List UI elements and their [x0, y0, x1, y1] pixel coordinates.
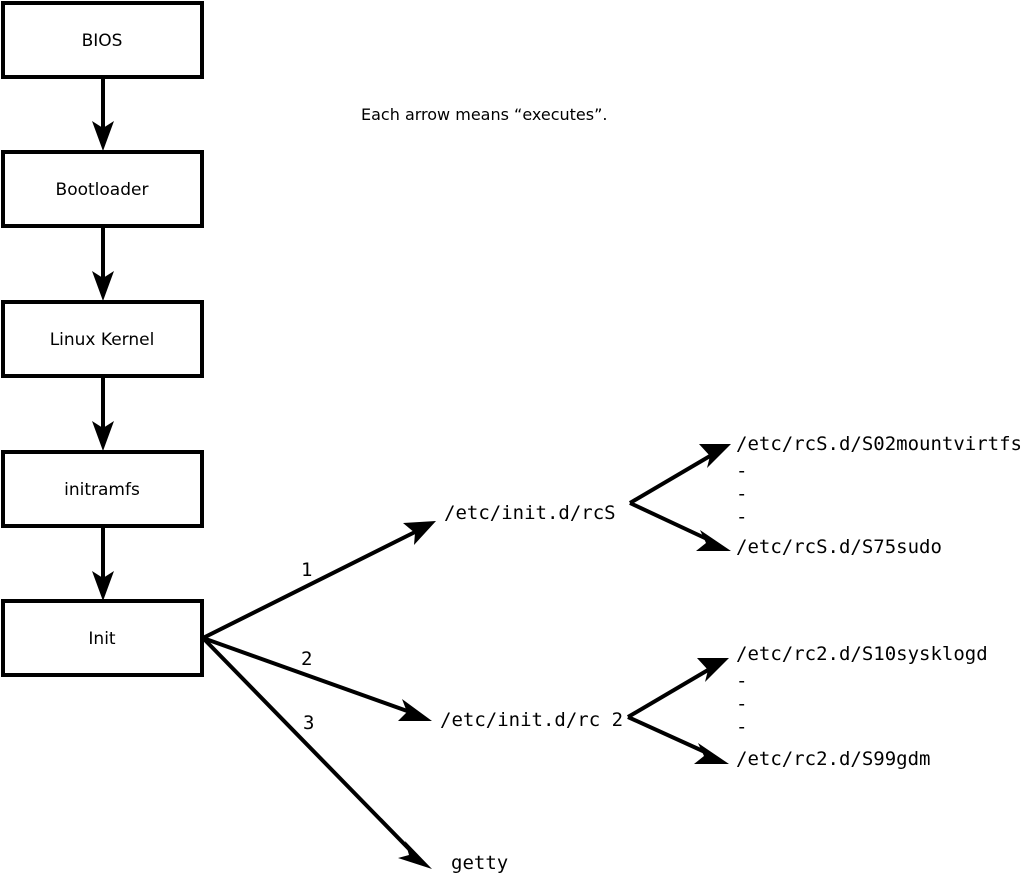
rcs-branch-last-arrow — [629, 501, 731, 551]
rcs-script-last-label: /etc/rcS.d/S75sudo — [736, 536, 942, 558]
rc2-branch-first-arrow — [626, 658, 729, 719]
rcs-ellipsis-dash-3: - — [736, 506, 747, 528]
init-branch-3-target-label: getty — [451, 852, 508, 874]
init-branch-1-target-label: /etc/init.d/rcS — [444, 502, 616, 524]
init-branch-1-number: 1 — [301, 559, 312, 581]
rc2-script-first-label: /etc/rc2.d/S10sysklogd — [736, 643, 988, 665]
rcs-ellipsis-dash-1: - — [736, 460, 747, 482]
rc2-branch-last-arrow — [627, 715, 729, 764]
rc2-ellipsis-dash-1: - — [736, 670, 747, 692]
bootloader-box-label: Bootloader — [56, 180, 149, 200]
stage-box-bios[interactable]: BIOS — [1, 1, 204, 79]
arrow-bios-to-bootloader — [92, 77, 114, 151]
stage-box-bootloader[interactable]: Bootloader — [1, 150, 204, 228]
rc2-ellipsis-dash-2: - — [736, 693, 747, 715]
init-branch-1-arrow — [202, 521, 436, 640]
bios-box-rect — [1, 1, 204, 79]
stage-box-initramfs[interactable]: initramfs — [1, 450, 204, 528]
rcs-script-first-label: /etc/rcS.d/S02mountvirtfs — [736, 433, 1022, 455]
init-branch-2-target-label: /etc/init.d/rc 2 — [440, 709, 623, 731]
initramfs-box-label: initramfs — [64, 480, 140, 500]
rc2-script-last-label: /etc/rc2.d/S99gdm — [736, 748, 930, 770]
rc2-ellipsis-dash-3: - — [736, 716, 747, 738]
rcs-branch-first-arrow — [628, 444, 731, 505]
init-branch-3-arrow — [201, 636, 432, 869]
init-branch-2-arrow — [202, 636, 432, 721]
init-branch-2-number: 2 — [301, 648, 312, 670]
init-box-label: Init — [88, 629, 116, 649]
stage-box-init[interactable]: Init — [1, 599, 204, 677]
legend-note: Each arrow means “executes”. — [361, 105, 607, 124]
rcs-ellipsis-dash-2: - — [736, 483, 747, 505]
bios-box-label: BIOS — [82, 31, 123, 51]
stage-box-linux-kernel[interactable]: Linux Kernel — [1, 300, 204, 378]
linux-kernel-box-label: Linux Kernel — [50, 330, 155, 350]
arrow-bootloader-to-kernel — [92, 226, 114, 301]
init-branch-3-number: 3 — [303, 712, 314, 734]
arrow-initramfs-to-init — [92, 526, 114, 601]
arrow-kernel-to-initramfs — [92, 376, 114, 451]
init-box-rect — [1, 599, 204, 677]
initramfs-box-rect — [1, 450, 204, 528]
